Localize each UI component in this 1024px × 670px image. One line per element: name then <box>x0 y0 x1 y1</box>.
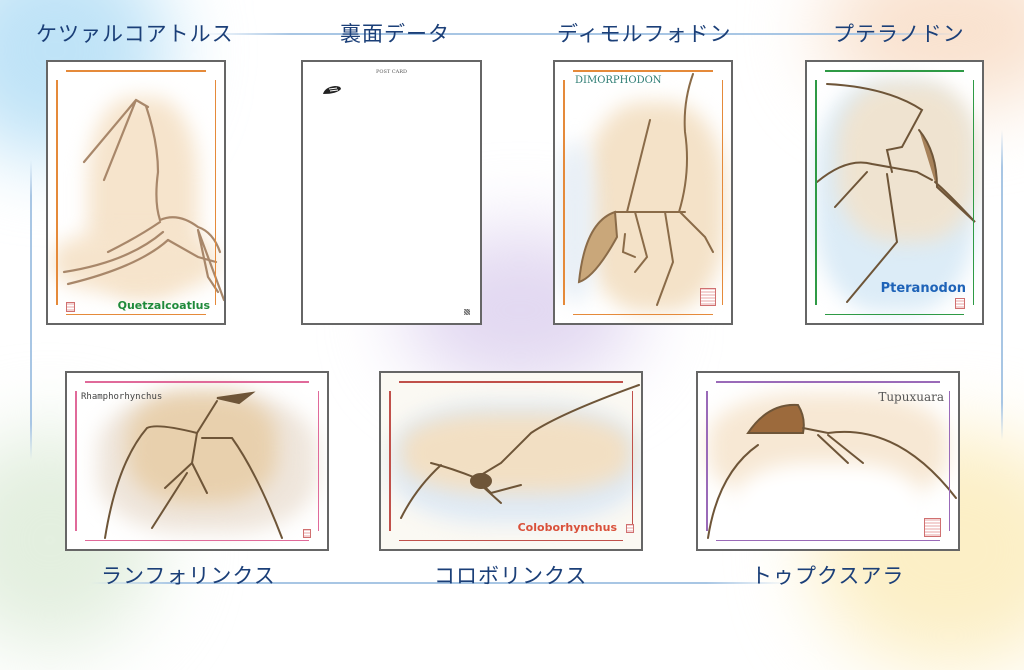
species-label: Quetzalcoatlus <box>117 299 210 312</box>
seal-stamp-icon <box>66 302 75 312</box>
species-label: Tupuxuara <box>878 390 944 404</box>
postcard-pteranodon[interactable]: Pteranodon <box>805 60 984 325</box>
species-label: Rhamphorhynchus <box>81 392 163 402</box>
postcard-tupuxuara[interactable]: Tupuxuara <box>696 371 960 551</box>
qr-code-icon <box>464 309 470 315</box>
ornamental-border <box>56 70 216 315</box>
title-dimorphodon: ディモルフォドン <box>557 22 732 46</box>
frame-line-top <box>200 33 960 35</box>
rhamphorhynchus-skeleton-illustration <box>104 391 283 539</box>
ornamental-border <box>389 381 633 541</box>
postcard-back[interactable]: POST CARD <box>301 60 482 325</box>
illustration-wash <box>585 102 725 312</box>
seal-stamp-icon <box>955 298 965 309</box>
species-label: Pteranodon <box>880 281 966 296</box>
ornamental-border <box>75 381 319 541</box>
pteranodon-skeleton-illustration <box>816 83 976 303</box>
postcard-heading: POST CARD <box>375 69 408 75</box>
frame-line-bottom <box>90 582 790 584</box>
title-quetzalcoatlus: ケツァルコアトルス <box>36 22 234 46</box>
postcard-dimorphodon[interactable]: DIMORPHODON <box>553 60 733 325</box>
seal-stamp-icon <box>700 288 716 306</box>
ornamental-border <box>706 381 950 541</box>
tupuxuara-skeleton-illustration <box>707 403 957 539</box>
frame-line-right <box>1001 130 1003 440</box>
species-label: Coloborhynchus <box>517 521 617 534</box>
seal-stamp-icon <box>626 524 634 533</box>
ornamental-border <box>815 70 974 315</box>
title-pteranodon: プテラノドン <box>833 22 965 46</box>
postcard-coloborhynchus[interactable]: Coloborhynchus <box>379 371 643 551</box>
species-label: DIMORPHODON <box>575 75 662 86</box>
postcard-quetzalcoatlus[interactable]: Quetzalcoatlus <box>46 60 226 325</box>
seal-stamp-icon <box>924 518 941 537</box>
postcard-rhamphorhynchus[interactable]: Rhamphorhynchus <box>65 371 329 551</box>
frame-line-left <box>30 160 32 460</box>
seal-stamp-icon <box>303 529 311 538</box>
illustration-wash <box>738 463 918 543</box>
ornamental-border <box>563 70 723 315</box>
title-tupuxuara: トゥプクスアラ <box>751 564 905 588</box>
logo-icon <box>323 86 341 94</box>
title-back-data: 裏面データ <box>340 22 450 46</box>
illustration-wash <box>401 413 631 493</box>
dimorphodon-skeleton-illustration <box>577 73 714 306</box>
coloborhynchus-skeleton-illustration <box>400 384 640 519</box>
title-rhamphorhynchus: ランフォリンクス <box>101 564 276 588</box>
title-coloborhynchus: コロボリンクス <box>434 564 588 588</box>
